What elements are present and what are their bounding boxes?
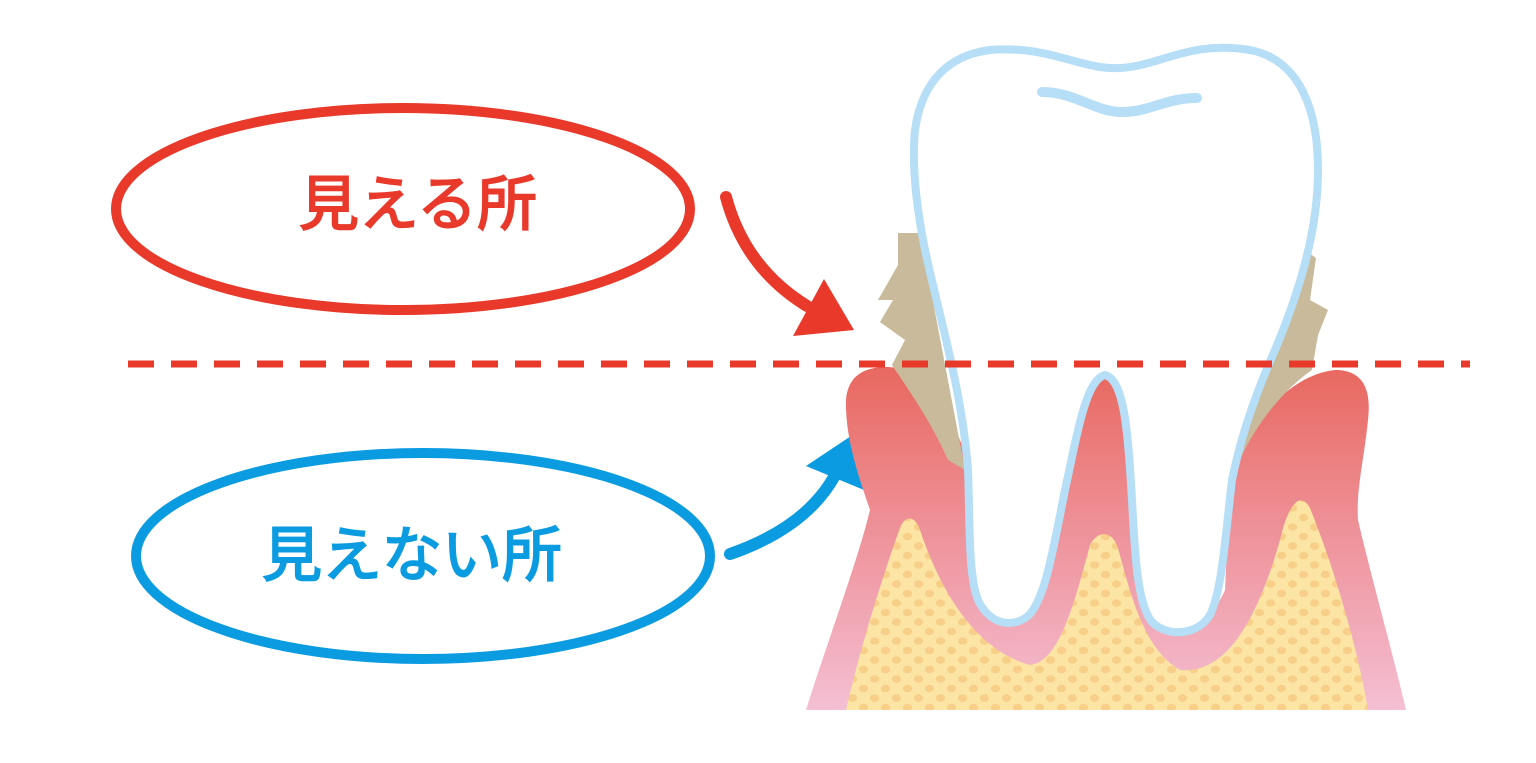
alveolar-bone [846, 500, 1368, 710]
hidden-label-ellipse [131, 448, 715, 664]
tartar-right [1232, 250, 1328, 480]
tooth-illustration [806, 43, 1406, 710]
curved-arrow-down-right-icon [720, 191, 854, 336]
visible-label-group: 見える所 [111, 103, 695, 315]
hidden-label-text: 見えない所 [262, 521, 562, 591]
curved-arrow-up-right-icon [724, 430, 864, 560]
tooth-groove [1037, 87, 1202, 118]
visible-label-text: 見える所 [299, 170, 537, 240]
hidden-label-group: 見えない所 [131, 448, 715, 664]
tartar-left [878, 233, 965, 470]
visible-label-ellipse [111, 103, 695, 315]
